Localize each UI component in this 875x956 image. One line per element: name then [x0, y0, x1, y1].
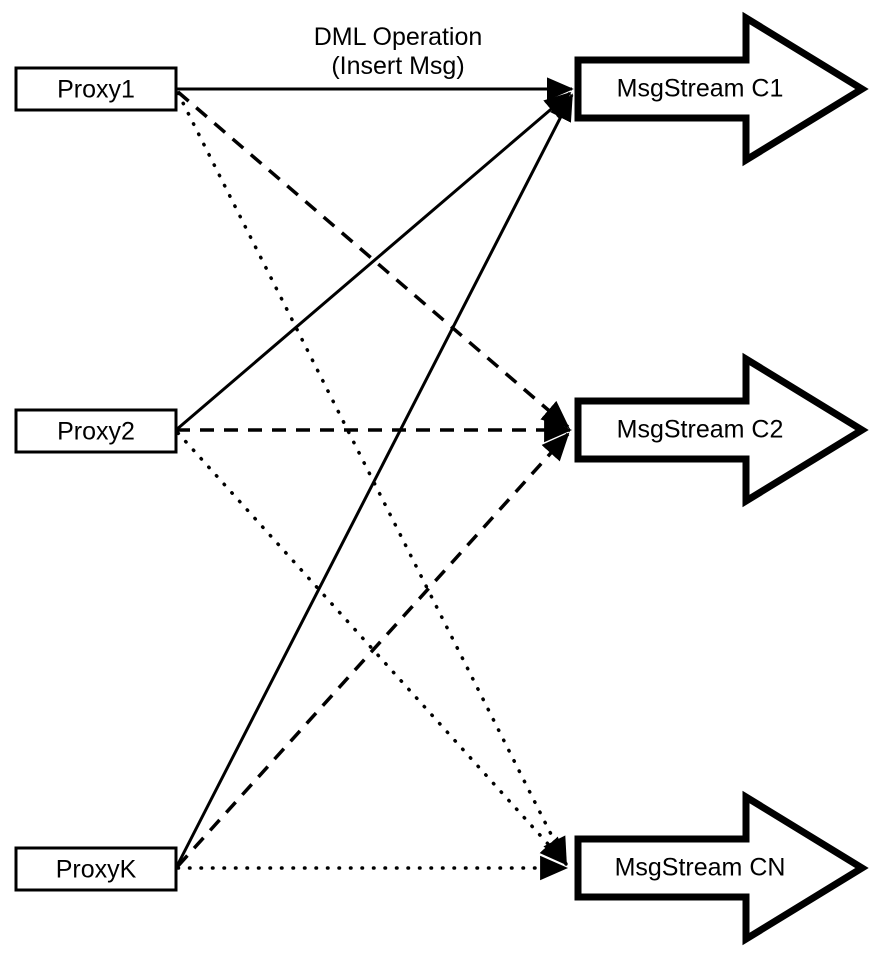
dml-operation-label-line1: DML Operation	[314, 23, 483, 51]
msgstream-c2-arrow-shape[interactable]	[574, 352, 869, 508]
link-proxy2-to-c1	[175, 91, 572, 432]
dml-operation-label: DML Operation (Insert Msg)	[314, 23, 483, 80]
link-proxyk-to-c1	[174, 93, 574, 869]
proxy2-box[interactable]	[14, 408, 178, 454]
proxy-node-proxy1[interactable]: Proxy1	[14, 66, 178, 112]
msgstream-c1-arrow-shape[interactable]	[574, 11, 869, 167]
link-proxy1-to-c2	[176, 90, 570, 429]
msgstream-node-c2[interactable]: MsgStream C2	[574, 352, 869, 508]
msgstream-node-c1[interactable]: MsgStream C1	[574, 11, 869, 167]
msgstream-c1-label: MsgStream C1	[617, 75, 784, 103]
link-proxyk-to-c2	[176, 432, 570, 868]
proxy-node-proxyk[interactable]: ProxyK	[14, 846, 178, 892]
dml-operation-label-line2: (Insert Msg)	[331, 52, 464, 80]
msgstream-cn-arrow-shape[interactable]	[574, 790, 869, 946]
link-proxy2-to-cn	[176, 431, 568, 866]
proxy-node-proxy2[interactable]: Proxy2	[14, 408, 178, 454]
proxy2-label: Proxy2	[57, 418, 135, 446]
connector-layer	[174, 77, 574, 881]
msgstream-node-cn[interactable]: MsgStream CN	[574, 790, 869, 946]
proxyk-label: ProxyK	[56, 856, 137, 884]
msgstream-c2-label: MsgStream C2	[617, 416, 784, 444]
msgstream-cn-label: MsgStream CN	[615, 854, 786, 882]
proxy1-label: Proxy1	[57, 76, 135, 104]
proxyk-box[interactable]	[14, 846, 178, 892]
proxy1-box[interactable]	[14, 66, 178, 112]
